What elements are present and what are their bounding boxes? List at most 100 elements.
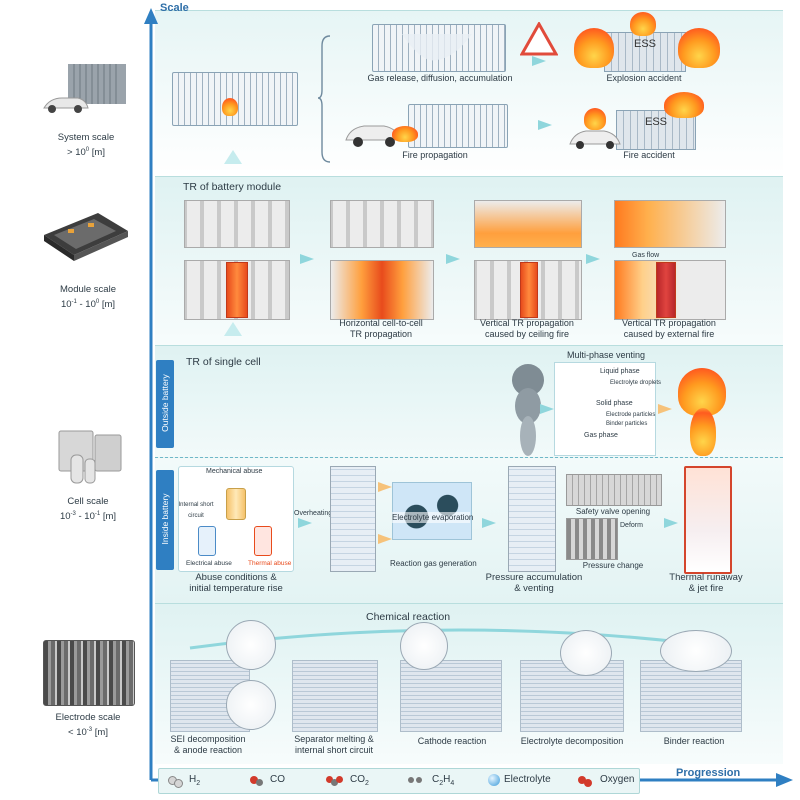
ess-and-car-icon — [43, 64, 126, 113]
electrolyte-droplet-icon — [488, 774, 500, 786]
thermal-runaway-label: Thermal runaway & jet fire — [669, 572, 743, 594]
small-fire-icon — [222, 98, 238, 116]
arrow-to-thermal-runaway — [664, 518, 678, 528]
external-propagation-label: Vertical TR propagation caused by extern… — [622, 318, 716, 339]
co-molecule-icon-2 — [256, 779, 263, 786]
electrode-scale-image — [43, 640, 135, 706]
safety-valve-panel — [566, 474, 662, 506]
module-scale-range-a: 10 — [60, 299, 72, 311]
binder-zoom-circle — [660, 630, 732, 672]
mechanical-abuse-label: Mechanical abuse — [206, 468, 263, 475]
electrode-cathode — [400, 660, 502, 732]
binder-reaction-label: Binder reaction — [663, 736, 725, 746]
arrow-overheating — [298, 518, 312, 528]
overheating-label: Overheating — [294, 510, 333, 517]
ceiling-propagation-label: Vertical TR propagation caused by ceilin… — [480, 318, 574, 339]
warning-triangle-icon — [520, 22, 558, 56]
arrow-cell-to-module — [224, 322, 242, 336]
arrow-module-3 — [586, 254, 600, 264]
fire-propagation-flame — [392, 126, 418, 142]
abuse-cell-right — [254, 526, 272, 556]
fire-accident-label: Fire accident — [623, 150, 675, 160]
c2h4-molecule-icon — [408, 777, 414, 783]
explosion-fire-right — [678, 28, 720, 68]
electrode-scale-label: Electrode scale < 10-3 [m] — [28, 712, 148, 739]
cell-scale-name: Cell scale — [67, 496, 109, 507]
cathode-zoom-circle — [400, 622, 448, 670]
pressure-change-label: Pressure change — [582, 561, 644, 570]
cell-scale-range-b: - 10 — [75, 511, 95, 523]
liquid-phase-label: Liquid phase — [600, 368, 640, 375]
system-scale-exp: 0 — [85, 147, 90, 153]
legend-oxygen: Oxygen — [600, 774, 635, 785]
legend-co2: CO2 — [350, 774, 369, 787]
reaction-gas-label: Reaction gas generation — [390, 559, 477, 568]
legend-co2-text: CO — [350, 774, 365, 785]
co2-molecule-icon-2 — [331, 779, 338, 786]
legend — [158, 768, 640, 794]
cathode-label: Cathode reaction — [417, 736, 487, 746]
module-external-row1 — [614, 200, 726, 248]
horizontal-propagation-label: Horizontal cell-to-cell TR propagation — [339, 318, 423, 339]
solid-phase-label: Solid phase — [596, 400, 633, 407]
electrode-scale-unit: [m] — [92, 727, 108, 739]
legend-c2h4-h: H — [443, 774, 451, 785]
separator-label: Separator melting & internal short circu… — [294, 734, 374, 755]
gas-release-label: Gas release, diffusion, accumulation — [367, 73, 513, 83]
cell-inner-2 — [508, 466, 556, 572]
ess-fire-text: ESS — [644, 116, 667, 128]
ceiling-hot-cell — [520, 262, 538, 318]
system-scale-range: > 10 — [67, 147, 86, 159]
arrow-to-pressure — [482, 518, 496, 528]
legend-electrolyte: Electrolyte — [504, 774, 551, 785]
battery-module-icon — [44, 213, 128, 261]
solid-item-1: Electrode particles — [606, 412, 656, 418]
ess-explosion-text: ESS — [633, 38, 656, 50]
ess-container-fire-prop — [408, 104, 508, 148]
module-scale-image — [38, 205, 132, 265]
legend-c2h4-sub2: 4 — [450, 780, 455, 787]
arrow-from-multiphase — [658, 404, 672, 414]
multiphase-panel — [554, 362, 656, 456]
legend-h2-sub: 2 — [196, 780, 201, 787]
solid-item-2: Binder particles — [606, 421, 648, 427]
car-icon — [345, 125, 403, 147]
arrow-fire-prop-to-accident — [538, 120, 552, 130]
abuse-conditions-label: Abuse conditions & initial temperature r… — [189, 572, 283, 594]
abuse-cell-center — [226, 488, 246, 520]
arrow-module-2 — [446, 254, 460, 264]
thermal-abuse-label: Thermal abuse — [248, 560, 292, 567]
system-scale-image — [40, 58, 130, 120]
evaporation-panel — [392, 482, 472, 540]
module-scale-exp-b: 0 — [95, 299, 100, 305]
internal-short-label: Internal short circuit — [178, 502, 214, 519]
module-hot-cell — [226, 262, 248, 318]
fire-propagation-label: Fire propagation — [402, 150, 468, 160]
deform-label: Deform — [620, 522, 643, 529]
cell-inner-1 — [330, 466, 376, 572]
venting-smoke — [512, 364, 544, 456]
module-scale-name: Module scale — [60, 284, 116, 295]
arrow-gas-to-explosion — [532, 56, 546, 66]
module-horizontal-row1 — [330, 200, 434, 248]
system-scale-label: System scale > 100 [m] — [26, 132, 146, 159]
system-scale-name: System scale — [57, 132, 115, 143]
cell-scale-range-a: 10 — [59, 511, 71, 523]
module-horizontal-row2 — [330, 260, 434, 320]
cell-runaway — [684, 466, 732, 574]
oxygen-molecule-icon-2 — [584, 779, 592, 787]
gas-cloud-icon — [402, 34, 472, 61]
sei-label: SEI decomposition & anode reaction — [170, 734, 246, 755]
module-scale-range-b: - 10 — [76, 299, 96, 311]
legend-co2-sub: 2 — [365, 780, 369, 787]
h2-molecule-icon-2 — [174, 779, 183, 788]
legend-h2-text: H — [189, 774, 197, 785]
explosion-accident-label: Explosion accident — [606, 73, 682, 83]
legend-c2h4-c: C — [432, 774, 440, 785]
co2-molecule-icon-3 — [336, 776, 343, 783]
cell-scale-exp-a: -3 — [70, 511, 76, 517]
cell-title: TR of single cell — [186, 356, 261, 368]
cell-scale-exp-b: -1 — [94, 511, 101, 517]
co2-molecule-icon — [326, 776, 333, 783]
module-title: TR of battery module — [183, 181, 282, 193]
